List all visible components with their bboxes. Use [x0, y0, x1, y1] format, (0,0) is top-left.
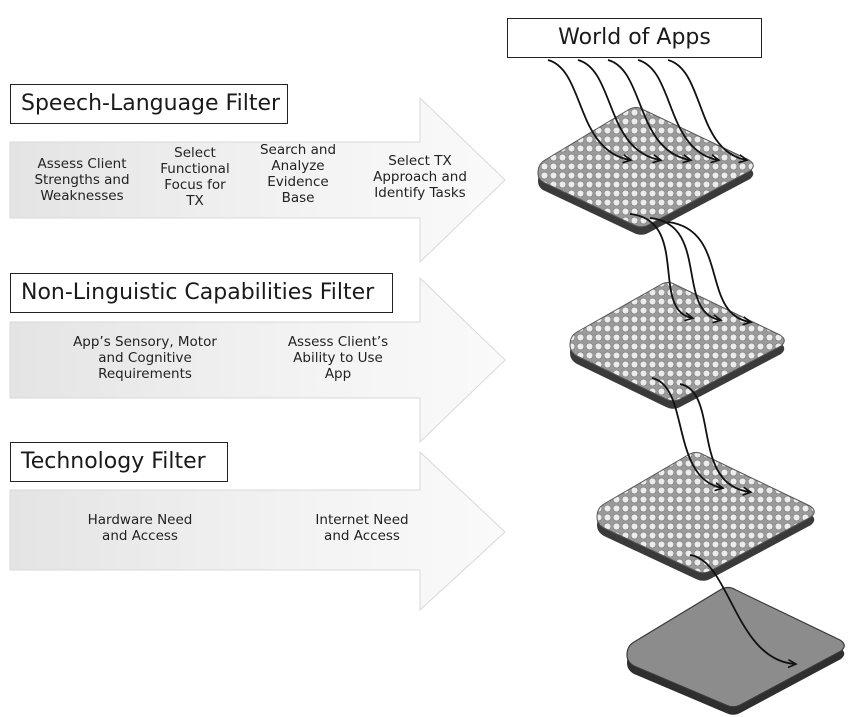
non-linguistic-arrow [9, 276, 506, 444]
flow-arrows-filter-1-to-2 [629, 213, 750, 322]
step-select-tx-approach: Select TX Approach and Identify Tasks [373, 153, 467, 201]
step-assess-client-ability: Assess Client’s Ability to Use App [287, 334, 389, 382]
filter-title-text: Speech-Language Filter [21, 91, 281, 116]
world-of-apps-label: World of Apps [507, 18, 762, 58]
filter-title-text: Non-Linguistic Capabilities Filter [21, 280, 375, 305]
step-hardware-need: Hardware Need and Access [87, 512, 193, 544]
flow-arrows-world-to-filter-1 [547, 59, 746, 160]
speech-language-filter-title: Speech-Language Filter [10, 84, 288, 124]
technology-filter-title: Technology Filter [10, 442, 228, 482]
final-tile [626, 586, 845, 715]
step-app-sensory-requirements: App’s Sensory, Motor and Cognitive Requi… [73, 334, 217, 382]
filter-tile-2 [569, 282, 785, 409]
step-assess-client-strengths: Assess Client Strengths and Weaknesses [34, 156, 130, 204]
flow-arrows-filter-2-to-3 [651, 377, 750, 492]
flow-arrow-filter-3-to-final [689, 554, 795, 664]
filter-tile-1 [537, 107, 754, 235]
step-select-functional-focus: Select Functional Focus for TX [160, 145, 230, 209]
world-of-apps-text: World of Apps [558, 25, 711, 50]
filter-title-text: Technology Filter [21, 449, 206, 474]
non-linguistic-filter-title: Non-Linguistic Capabilities Filter [10, 273, 393, 313]
technology-arrow [9, 450, 506, 612]
speech-language-arrow [9, 96, 506, 264]
step-internet-need: Internet Need and Access [315, 512, 409, 544]
step-search-evidence-base: Search and Analyze Evidence Base [259, 142, 337, 206]
filter-tile-3 [596, 452, 815, 581]
